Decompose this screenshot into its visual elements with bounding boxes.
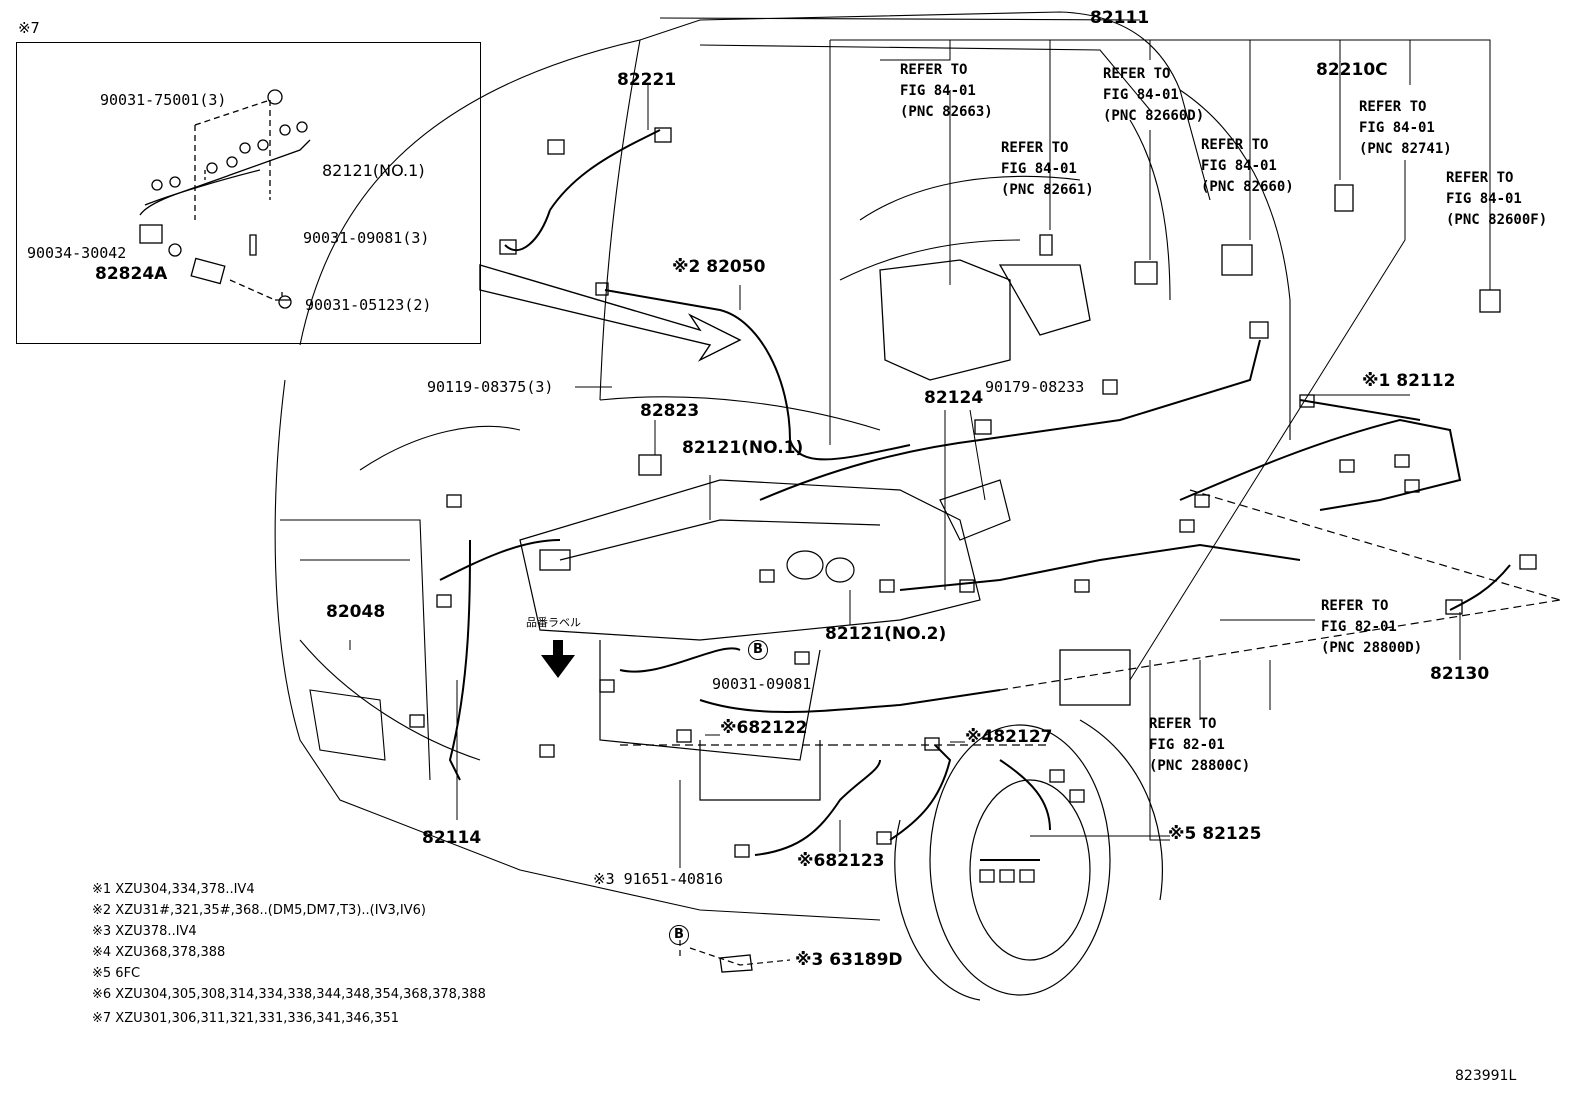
part-82130: 82130 (1430, 664, 1490, 684)
figure-code: 823991L (1455, 1068, 1517, 1084)
connectors (409, 127, 1537, 883)
note-5: ※5 6FC (92, 966, 141, 981)
part-82121-no1-inset: 82121(NO.1) (322, 161, 425, 180)
connection-b-marker: B (748, 640, 768, 660)
part-82125: ※5 82125 (1168, 824, 1262, 844)
refer-pnc-28800c: REFER TO FIG 82-01 (PNC 28800C) (1149, 716, 1251, 774)
note-7: ※7 XZU301,306,311,321,331,336,341,346,35… (92, 1011, 399, 1026)
bracket-63189d (719, 954, 753, 973)
part-91651-40816: ※3 91651-40816 (593, 870, 723, 888)
part-82124: 82124 (924, 388, 984, 408)
note-6: ※6 XZU304,305,308,314,334,338,344,348,35… (92, 987, 486, 1002)
part-82048: 82048 (326, 602, 386, 622)
inset-frame (16, 42, 481, 344)
part-90034-30042: 90034-30042 (27, 244, 127, 262)
part-82050: ※2 82050 (672, 257, 766, 277)
part-63189d: ※3 63189D (795, 950, 903, 970)
refer-pnc-82660: REFER TO FIG 84-01 (PNC 82660) (1201, 137, 1294, 195)
refer-pnc-82600f: REFER TO FIG 84-01 (PNC 82600F) (1446, 170, 1548, 228)
refer-pnc-82661: REFER TO FIG 84-01 (PNC 82661) (1001, 140, 1094, 198)
part-82121-no1: 82121(NO.1) (682, 438, 804, 458)
direction-arrow (479, 264, 742, 362)
part-90119-08375: 90119-08375(3) (427, 378, 554, 396)
part-82823: 82823 (640, 401, 700, 421)
part-82824a: 82824A (95, 264, 168, 284)
inset-marker: ※7 (18, 19, 40, 37)
refer-pnc-82663: REFER TO FIG 84-01 (PNC 82663) (900, 62, 993, 120)
part-82210c: 82210C (1316, 60, 1388, 80)
note-4: ※4 XZU368,378,388 (92, 945, 226, 960)
connection-b-marker-2: B (669, 925, 689, 945)
b-link-line (679, 940, 791, 966)
ecu-box (879, 184, 1501, 381)
part-90031-05123: 90031-05123(2) (305, 296, 432, 314)
leader-lines (349, 39, 1491, 868)
refer-pnc-82660d: REFER TO FIG 84-01 (PNC 82660D) (1103, 66, 1205, 124)
part-82111: 82111 (1090, 8, 1150, 28)
note-2: ※2 XZU31#,321,35#,368..(DM5,DM7,T3)..(IV… (92, 903, 426, 918)
part-90031-09081-inset: 90031-09081(3) (303, 229, 430, 247)
cab-outline (274, 11, 1291, 921)
part-82127: ※482127 (965, 727, 1053, 747)
refer-pnc-28800d: REFER TO FIG 82-01 (PNC 28800D) (1321, 598, 1423, 656)
note-1: ※1 XZU304,334,378..IV4 (92, 882, 255, 897)
part-82112: ※1 82112 (1362, 371, 1456, 391)
part-number-label: 品番ラベル (526, 616, 581, 629)
part-90031-75001: 90031-75001(3) (100, 91, 227, 109)
part-82122: ※682122 (720, 718, 808, 738)
part-82114: 82114 (422, 828, 482, 848)
part-90179-08233: 90179-08233 (985, 378, 1085, 396)
part-90031-09081: 90031-09081 (712, 675, 812, 693)
frame-rail (620, 489, 1561, 746)
part-82123: ※682123 (797, 851, 885, 871)
inset-drawing (139, 89, 311, 309)
label-arrow (541, 640, 575, 678)
harness-lines (439, 129, 1511, 861)
refer-pnc-82741: REFER TO FIG 84-01 (PNC 82741) (1359, 99, 1452, 157)
part-82221: 82221 (617, 70, 677, 90)
note-3: ※3 XZU378..IV4 (92, 924, 197, 939)
part-82121-no2: 82121(NO.2) (825, 624, 947, 644)
